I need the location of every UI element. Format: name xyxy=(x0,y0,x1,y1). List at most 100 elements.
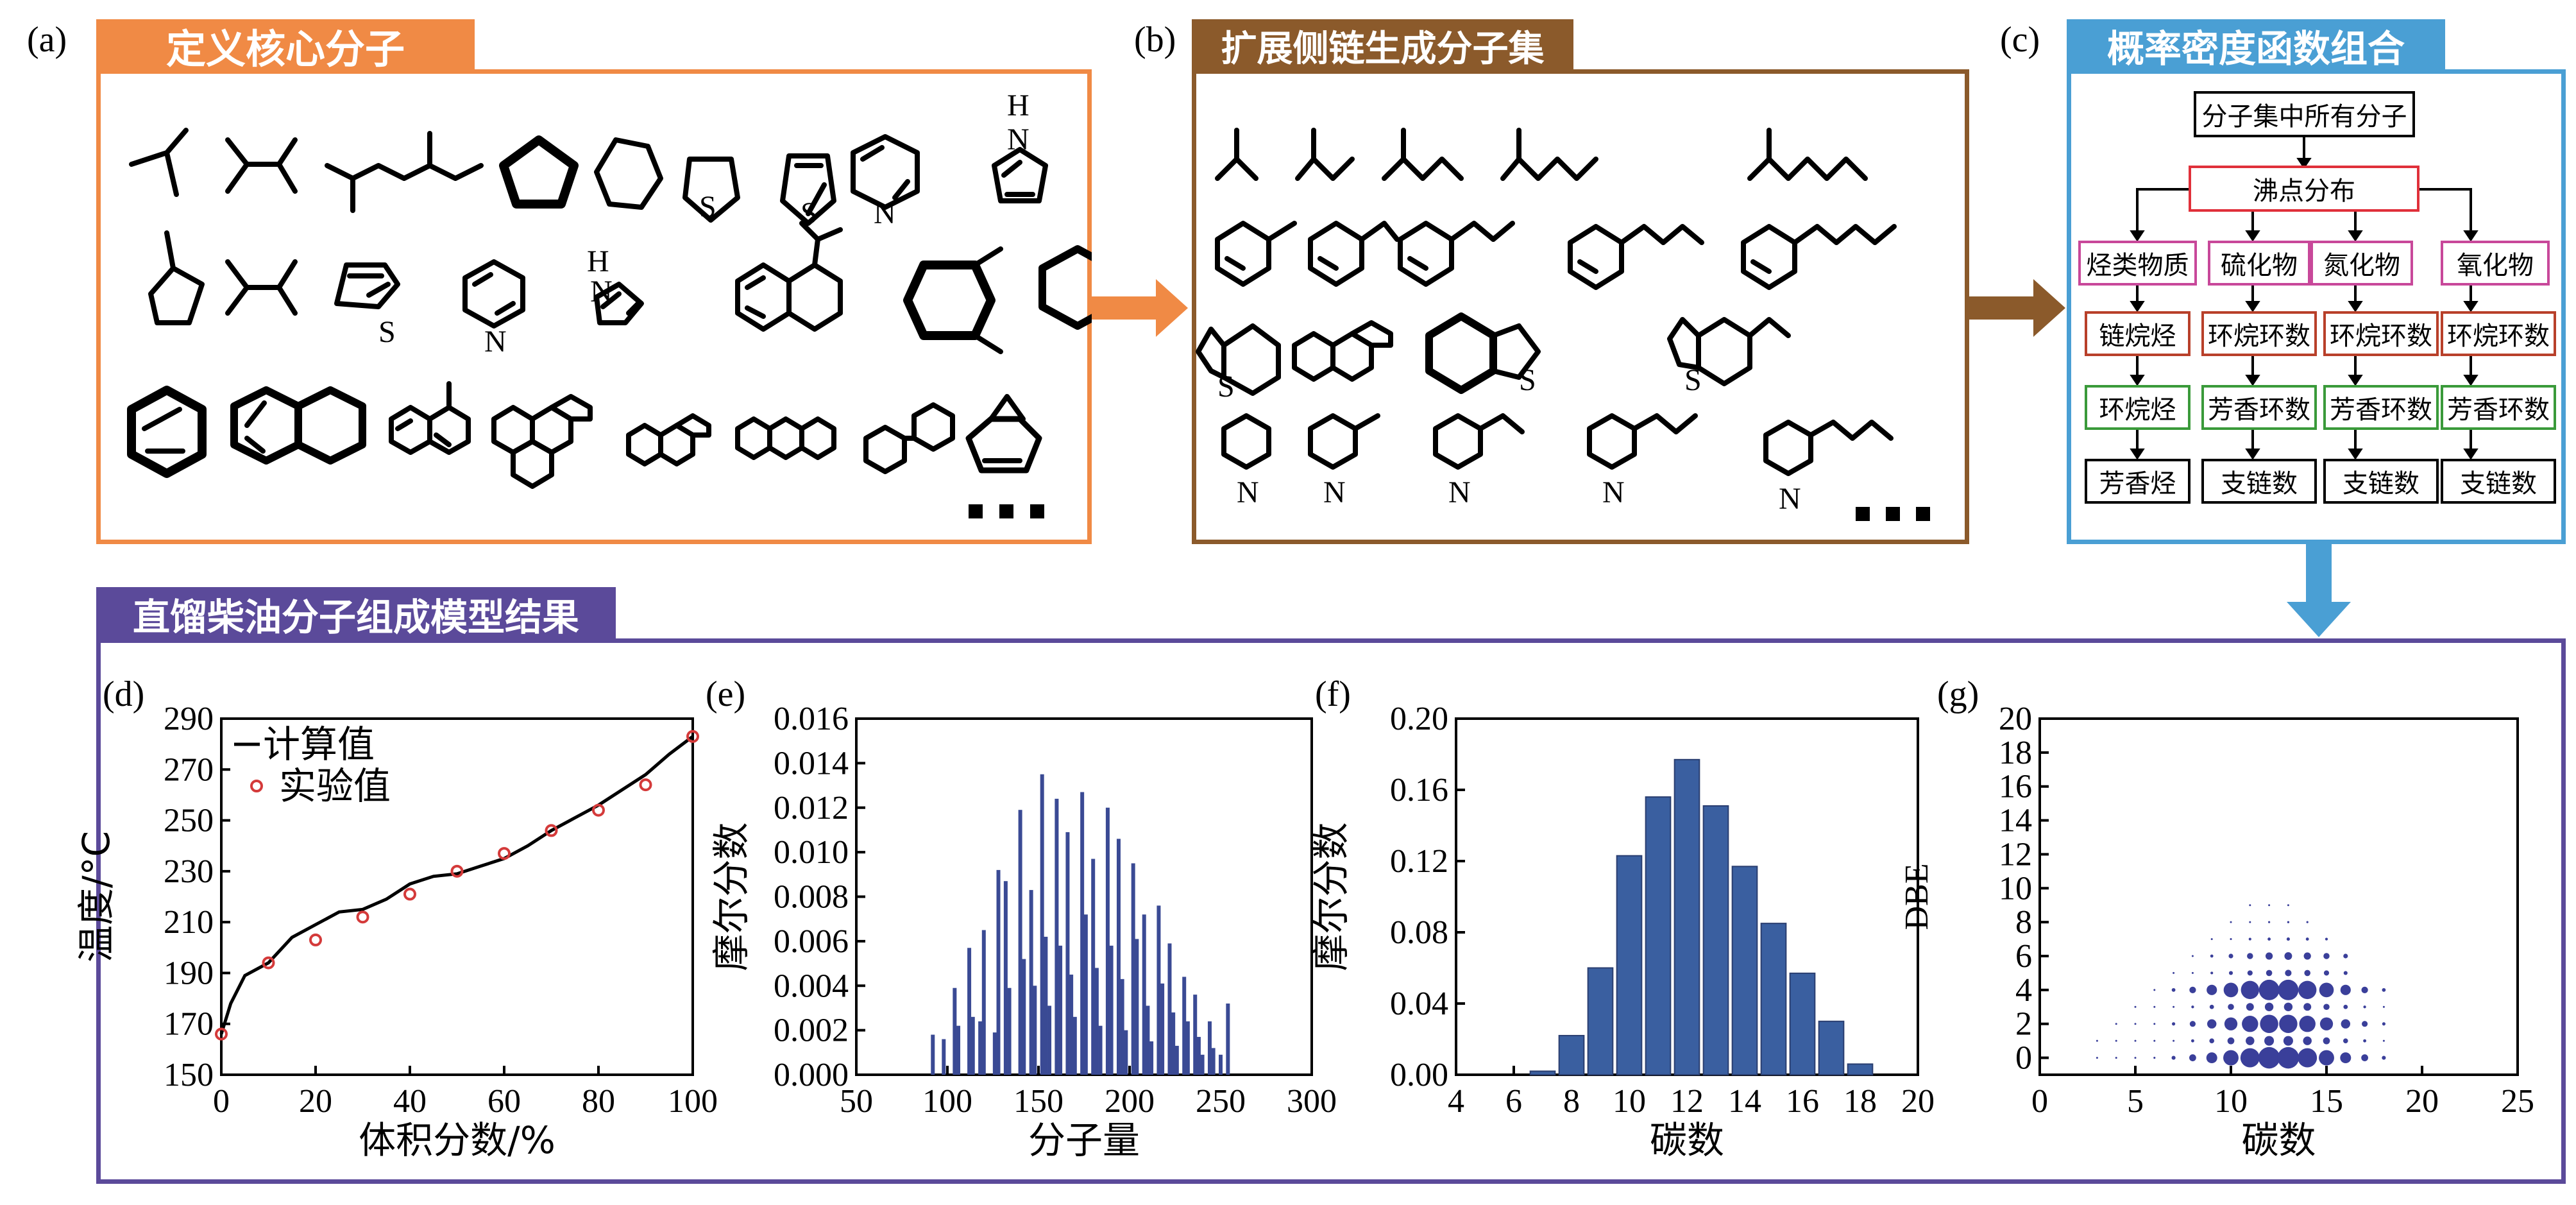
atom-s: S xyxy=(699,190,716,224)
x-axis-label: 碳数 xyxy=(1650,1118,1724,1162)
bubble xyxy=(2340,1052,2351,1064)
data-point-experimental xyxy=(639,778,652,792)
bubble xyxy=(2323,970,2330,976)
flow-oxide-naphthene-rings-box: 环烷环数 xyxy=(2441,311,2556,356)
chart-d-panel-label: (d) xyxy=(103,674,144,714)
y-tick-label: 12 xyxy=(1999,836,2032,873)
bubble xyxy=(2340,984,2351,995)
bar xyxy=(1142,914,1146,1075)
bubble xyxy=(2210,971,2214,975)
atom-h: H xyxy=(1007,89,1030,123)
y-tick-label: 290 xyxy=(164,701,214,737)
bubble xyxy=(2287,921,2290,923)
flow-oxide-box: 氧化物 xyxy=(2441,241,2550,286)
x-tick-label: 18 xyxy=(1843,1083,1877,1120)
bubble xyxy=(2343,971,2348,975)
bubble xyxy=(2096,1057,2098,1059)
bar xyxy=(1157,905,1161,1075)
legend-label-calculated: 计算值 xyxy=(263,722,375,766)
bar xyxy=(1193,995,1198,1075)
bar xyxy=(1040,774,1044,1075)
x-axis-label: 碳数 xyxy=(2241,1118,2316,1162)
panel-a-title: 定义核心分子 xyxy=(96,19,475,73)
bubble xyxy=(2153,1039,2156,1042)
flow-nitride-aromatic-rings-box: 芳香环数 xyxy=(2323,385,2439,430)
bar xyxy=(1149,1041,1154,1075)
bubble xyxy=(2247,953,2253,959)
y-tick-label: 230 xyxy=(164,853,214,890)
x-tick-label: 0 xyxy=(213,1083,230,1120)
bar xyxy=(967,948,972,1075)
y-tick-label: 10 xyxy=(1999,870,2032,907)
bubble xyxy=(2153,1023,2156,1025)
bubble xyxy=(2278,979,2299,1000)
bubble xyxy=(2283,1036,2293,1046)
bubble xyxy=(2153,989,2156,991)
y-tick-label: 0.016 xyxy=(774,701,849,737)
bubble xyxy=(2382,987,2386,992)
x-tick-label: 20 xyxy=(1901,1083,1935,1120)
bar xyxy=(1069,974,1074,1075)
panel-label-b: (b) xyxy=(1134,20,1176,60)
bar xyxy=(1091,859,1096,1075)
data-point-experimental xyxy=(356,910,369,924)
bar xyxy=(1120,979,1124,1075)
x-tick-label: 200 xyxy=(1105,1083,1155,1120)
atom-n: N xyxy=(1602,475,1625,509)
atom-n: N xyxy=(1007,123,1030,157)
bubble xyxy=(2190,1039,2194,1043)
bubble xyxy=(2325,937,2328,941)
flow-hydrocarbon-box: 烃类物质 xyxy=(2078,241,2197,286)
bar xyxy=(1044,936,1048,1075)
atom-n: N xyxy=(1237,475,1259,509)
flow-nitride-naphthene-rings-box: 环烷环数 xyxy=(2323,311,2439,356)
bubble xyxy=(2230,938,2232,941)
y-axis-label: DBE xyxy=(1899,864,1935,930)
bubble xyxy=(2228,971,2233,975)
panel-label-a: (a) xyxy=(27,20,67,60)
y-tick-label: 0.00 xyxy=(1390,1057,1448,1093)
x-tick-label: 10 xyxy=(1613,1083,1646,1120)
plot-frame xyxy=(2038,717,2519,1076)
bubble xyxy=(2191,955,2194,957)
atom-h: H xyxy=(587,244,609,278)
plot-frame xyxy=(220,717,694,1076)
bar xyxy=(1702,805,1729,1075)
bubble xyxy=(2209,1038,2215,1043)
bubble xyxy=(2171,1055,2176,1060)
panel-b-frame xyxy=(1192,69,1969,544)
bubble xyxy=(2299,1015,2316,1032)
flow-sulfide-naphthene-rings-box: 环烷环数 xyxy=(2201,311,2317,356)
bubble xyxy=(2265,952,2273,960)
bar xyxy=(1033,986,1037,1075)
x-tick-label: 20 xyxy=(299,1083,332,1120)
chart-f-panel-label: (f) xyxy=(1315,674,1351,714)
bar xyxy=(1022,959,1026,1075)
flow-all-molecules-box: 分子集中所有分子 xyxy=(2194,91,2415,137)
bar xyxy=(1055,798,1059,1075)
y-tick-label: 4 xyxy=(2015,972,2032,1009)
atom-n: N xyxy=(1323,475,1346,509)
bubble xyxy=(2382,1039,2385,1042)
bar xyxy=(1171,1012,1176,1075)
bar xyxy=(1211,1048,1216,1075)
bubble xyxy=(2189,1054,2196,1061)
bubble xyxy=(2134,1039,2137,1042)
bubble xyxy=(2267,937,2271,941)
flow-sulfide-aromatic-rings-box: 芳香环数 xyxy=(2201,385,2317,430)
bubble xyxy=(2267,921,2271,923)
series-line-calculated xyxy=(219,735,694,1035)
bar xyxy=(1080,792,1085,1075)
bar xyxy=(1124,1030,1128,1075)
bubble xyxy=(2115,1039,2117,1042)
x-tick-label: 14 xyxy=(1728,1083,1761,1120)
bubble xyxy=(2279,1014,2298,1033)
bar xyxy=(1847,1063,1874,1075)
flow-boiling-point-box: 沸点分布 xyxy=(2189,166,2419,212)
flow-paraffin-box: 链烷烃 xyxy=(2085,311,2190,356)
data-point-experimental xyxy=(545,824,558,837)
bubble xyxy=(2319,1017,2334,1030)
bubble xyxy=(2323,953,2330,959)
